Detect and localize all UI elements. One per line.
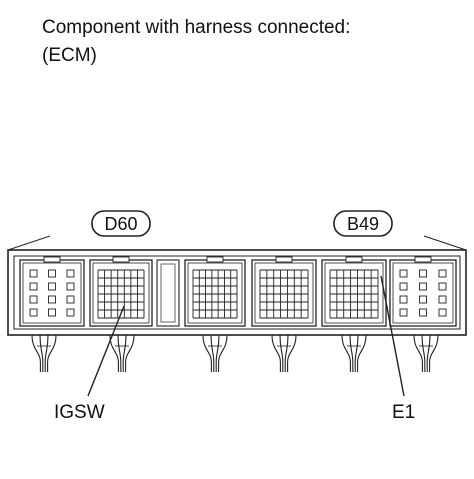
harness-wire [284, 334, 289, 372]
connector-module [251, 256, 317, 327]
pin-socket [438, 295, 447, 304]
leader-line-igsw [87, 305, 125, 397]
module-latch [206, 256, 224, 263]
harness-wire [210, 334, 215, 372]
pin-socket [66, 269, 75, 278]
harness-wire [287, 334, 297, 372]
wire-bundle [202, 334, 228, 372]
connector-module [389, 256, 457, 327]
module-inner [392, 262, 454, 324]
harness-wire [271, 334, 281, 372]
harness-wire [202, 334, 212, 372]
module-latch [414, 256, 432, 263]
wire-harness [31, 334, 439, 372]
wire-bundle [109, 334, 135, 372]
module-latch [112, 256, 130, 263]
harness-wire [279, 334, 284, 372]
harness-wire [215, 334, 220, 372]
wire-bundle [271, 334, 297, 372]
connector-label-d60-text: D60 [104, 214, 137, 234]
wire-bundle [413, 334, 439, 372]
harness-wire [429, 334, 439, 372]
harness-wire [357, 334, 367, 372]
connector-module [184, 256, 246, 327]
harness-wire [31, 334, 41, 372]
harness-wire [44, 334, 49, 372]
harness-wire [421, 334, 426, 372]
title-line-2: (ECM) [42, 45, 97, 66]
harness-wire [426, 334, 431, 372]
pin-socket [29, 308, 38, 317]
module-inner [254, 262, 314, 324]
pin-socket [438, 269, 447, 278]
ecm-housing [7, 249, 467, 336]
module-latch [275, 256, 293, 263]
pin-socket [438, 308, 447, 317]
pin-socket [419, 295, 427, 304]
pin-socket [29, 269, 38, 278]
harness-wire [341, 334, 351, 372]
pin-socket [29, 282, 38, 291]
harness-wire [122, 334, 127, 372]
module-outline [251, 259, 317, 327]
module-inner [324, 262, 384, 324]
wire-bundle [341, 334, 367, 372]
pin-socket [48, 282, 56, 291]
harness-wire [117, 334, 122, 372]
harness-wire [354, 334, 359, 372]
pin-socket [66, 282, 75, 291]
wire-bundle [31, 334, 57, 372]
terminal-label-e1: E1 [392, 402, 415, 423]
harness-wire [349, 334, 354, 372]
harness-wire [218, 334, 228, 372]
housing-divider-inner [160, 263, 176, 323]
module-inner [92, 262, 150, 324]
module-latch [43, 256, 61, 263]
pin-socket [48, 308, 56, 317]
pin-socket [48, 269, 56, 278]
harness-wire [413, 334, 423, 372]
pin-socket [399, 295, 408, 304]
pin-socket [419, 282, 427, 291]
pin-socket [66, 295, 75, 304]
harness-wire [109, 334, 119, 372]
harness-wire [39, 334, 44, 372]
leader-line-e1 [380, 275, 405, 397]
harness-wire [125, 334, 135, 372]
harness-wire [47, 334, 57, 372]
module-latch [345, 256, 363, 263]
connector-modules [19, 256, 457, 327]
module-inner [187, 262, 243, 324]
connector-label-d60: D60 [91, 210, 151, 237]
connector-module [321, 256, 387, 327]
connector-module [19, 256, 85, 327]
perspective-lines [7, 235, 467, 251]
pin-socket [29, 295, 38, 304]
title-line-1: Component with harness connected: [42, 17, 351, 38]
connector-label-b49-text: B49 [347, 214, 379, 234]
connector-label-b49: B49 [333, 210, 393, 237]
connector-module [89, 256, 153, 327]
pin-socket [66, 308, 75, 317]
module-outline [321, 259, 387, 327]
pin-socket [399, 269, 408, 278]
terminal-label-igsw: IGSW [54, 402, 105, 423]
leader-lines [87, 275, 405, 397]
module-inner [22, 262, 82, 324]
pin-socket [399, 282, 408, 291]
housing-divider [156, 259, 180, 327]
pin-socket [48, 295, 56, 304]
pin-socket [399, 308, 408, 317]
pin-socket [438, 282, 447, 291]
pin-socket [419, 269, 427, 278]
pin-socket [419, 308, 427, 317]
